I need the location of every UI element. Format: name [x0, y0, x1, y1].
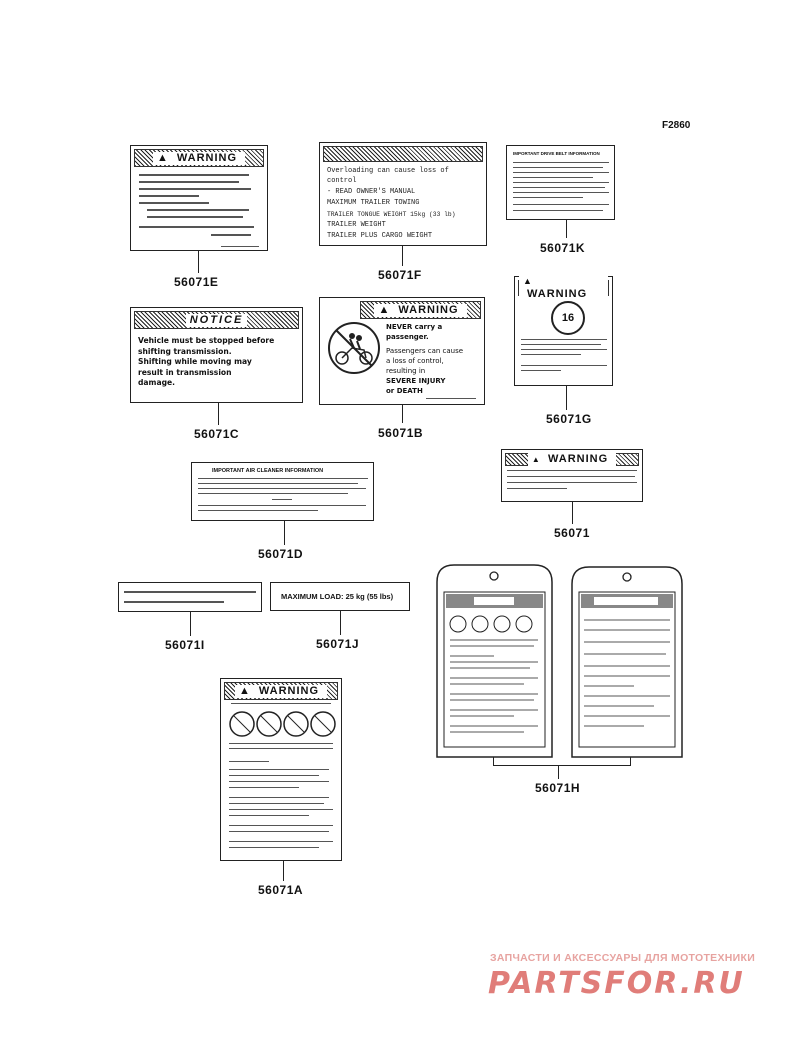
part-number-56071: 56071	[554, 526, 590, 540]
part-number-56071e: 56071E	[174, 275, 219, 289]
header-text: WARNING	[254, 684, 324, 697]
label-56071c: NOTICE Vehicle must be stopped before sh…	[130, 307, 303, 403]
part-number-56071d: 56071D	[258, 547, 304, 561]
pattern-header-bar	[323, 146, 483, 162]
label-56071i	[118, 582, 262, 612]
warning-header-bar: ▲ WARNING	[224, 682, 338, 700]
header-text: NOTICE	[185, 313, 248, 327]
age-number: 16	[561, 312, 575, 324]
text-line: result in transmission	[138, 367, 232, 377]
label-56071g: ▲ WARNING 16	[514, 275, 613, 386]
label-56071e: ▲ WARNING	[130, 145, 268, 251]
text-line: resulting in	[386, 367, 426, 375]
header-text: WARNING	[394, 303, 463, 316]
header-text: WARNING	[543, 453, 613, 465]
text-line: NEVER carry a passenger.	[386, 323, 443, 341]
part-number-56071i: 56071I	[165, 638, 205, 652]
text-line: Overloading can cause loss of	[327, 167, 449, 175]
warning-header-bar: ▲ WARNING	[134, 149, 264, 167]
part-number-56071k: 56071K	[540, 241, 586, 255]
warning-header-bar: ▲ WARNING	[518, 275, 609, 301]
figure-code: F2860	[662, 120, 691, 131]
text-line: or DEATH	[386, 387, 423, 395]
warning-header-bar: ▲ WARNING	[505, 453, 639, 466]
part-number-56071b: 56071B	[378, 426, 424, 440]
part-number-56071g: 56071G	[546, 412, 592, 426]
label-56071k: IMPORTANT DRIVE BELT INFORMATION	[506, 145, 615, 220]
load-text: MAXIMUM LOAD: 25 kg (55 lbs)	[281, 592, 394, 601]
text-line: MAXIMUM TRAILER TOWING	[327, 199, 420, 207]
part-number-56071a: 56071A	[258, 883, 304, 897]
text-line: a loss of control,	[386, 357, 444, 365]
label-56071: ▲ WARNING	[501, 449, 643, 502]
text-line: SEVERE INJURY	[386, 377, 446, 385]
label-56071b: ▲ WARNING NEVER carry a passenger. Passe…	[319, 297, 485, 405]
notice-header-bar: NOTICE	[134, 311, 299, 329]
label-56071a: ▲ WARNING	[220, 678, 342, 861]
bracket-56071h	[493, 757, 631, 766]
label-56071f: Overloading can cause loss of control - …	[319, 142, 487, 246]
header-text: WARNING	[523, 288, 592, 300]
header-text: WARNING	[172, 151, 242, 164]
watermark-brand: PARTSFOR.RU	[488, 966, 745, 1001]
part-number-56071f: 56071F	[378, 268, 422, 282]
notice-body: Vehicle must be stopped before shifting …	[138, 336, 274, 389]
text-line: Passengers can cause	[386, 347, 464, 355]
part-number-56071j: 56071J	[316, 637, 360, 651]
text-line: Shifting while moving may	[138, 357, 252, 366]
watermark-tagline: ЗАПЧАСТИ И АКСЕССУАРЫ ДЛЯ МОТОТЕХНИКИ	[490, 952, 756, 964]
label-56071d: IMPORTANT AIR CLEANER INFORMATION	[191, 462, 374, 521]
part-number-56071c: 56071C	[194, 427, 240, 441]
text-line: shifting transmission.	[138, 346, 232, 356]
text-line: Vehicle must be stopped before	[138, 336, 275, 345]
age-badge: 16	[551, 301, 585, 335]
warning-header-bar: ▲ WARNING	[360, 301, 481, 319]
text-line: damage.	[138, 378, 176, 387]
hang-tags-56071h	[436, 564, 683, 758]
warning-body: NEVER carry a passenger. Passengers can …	[386, 322, 484, 396]
header-text: IMPORTANT AIR CLEANER INFORMATION	[212, 468, 324, 474]
text-line: control	[327, 177, 357, 185]
text-line: TRAILER TONGUE WEIGHT 15kg (33 lb)	[327, 211, 456, 218]
pictogram-row	[229, 711, 336, 737]
no-passenger-icon	[328, 322, 380, 374]
label-56071j: MAXIMUM LOAD: 25 kg (55 lbs)	[270, 582, 410, 611]
part-number-56071h: 56071H	[535, 781, 581, 795]
text-line: TRAILER WEIGHT	[327, 221, 386, 229]
header-text: IMPORTANT DRIVE BELT INFORMATION	[513, 151, 600, 156]
text-line: TRAILER PLUS CARGO WEIGHT	[327, 232, 433, 240]
text-line: - READ OWNER'S MANUAL	[327, 188, 416, 196]
